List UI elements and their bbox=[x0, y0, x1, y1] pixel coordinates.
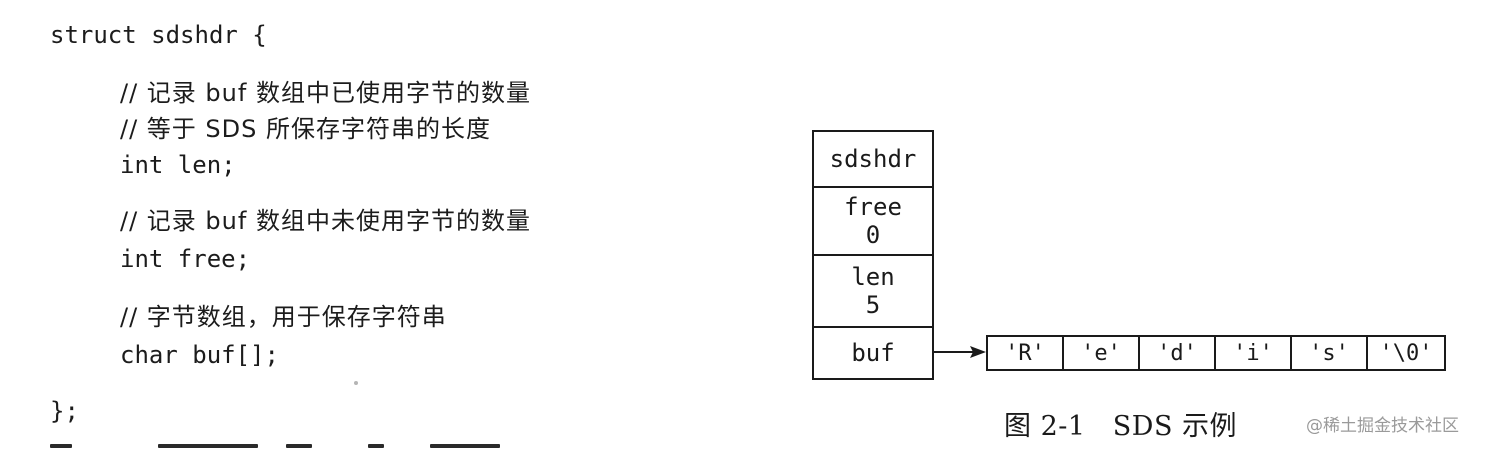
buffer-cell: 'R' bbox=[988, 337, 1064, 369]
free-label: free bbox=[844, 193, 902, 221]
buf-label: buf bbox=[851, 339, 895, 367]
struct-header-label: sdshdr bbox=[829, 145, 917, 173]
struct-free-cell: free 0 bbox=[814, 188, 932, 256]
code-comment-len-used: // 记录 buf 数组中已使用字节的数量 bbox=[120, 79, 531, 107]
struct-buf-cell: buf bbox=[814, 328, 932, 378]
buffer-cell: 'i' bbox=[1216, 337, 1292, 369]
code-comment-buf: // 字节数组，用于保存字符串 bbox=[120, 303, 447, 331]
buffer-cell: '\0' bbox=[1379, 340, 1433, 366]
sdshdr-struct-box: sdshdr free 0 len 5 buf bbox=[812, 130, 934, 380]
code-comment-len-equals: // 等于 SDS 所保存字符串的长度 bbox=[120, 115, 492, 143]
cropped-text-line bbox=[50, 444, 520, 456]
code-field-free: int free; bbox=[120, 245, 251, 273]
scan-speck bbox=[354, 381, 358, 385]
code-field-len: int len; bbox=[120, 151, 236, 179]
buf-pointer-arrow-icon bbox=[934, 346, 986, 358]
buffer-cell: 'd' bbox=[1140, 337, 1216, 369]
code-struct-close: }; bbox=[50, 397, 79, 425]
figure-caption: 图 2-1 SDS 示例 bbox=[1004, 411, 1238, 442]
watermark: @稀土掘金技术社区 bbox=[1306, 416, 1459, 436]
struct-len-cell: len 5 bbox=[814, 256, 932, 328]
code-field-buf: char buf[]; bbox=[120, 341, 279, 369]
buffer-array: 'R' 'e' 'd' 'i' 's' '\0' bbox=[986, 335, 1446, 371]
code-comment-free: // 记录 buf 数组中未使用字节的数量 bbox=[120, 207, 531, 235]
buffer-cell: 's' bbox=[1292, 337, 1368, 369]
free-value: 0 bbox=[865, 221, 881, 249]
code-struct-open: struct sdshdr { bbox=[50, 21, 267, 49]
struct-header-cell: sdshdr bbox=[814, 132, 932, 188]
len-label: len bbox=[851, 263, 895, 291]
len-value: 5 bbox=[865, 291, 881, 319]
buffer-cell: 'e' bbox=[1064, 337, 1140, 369]
